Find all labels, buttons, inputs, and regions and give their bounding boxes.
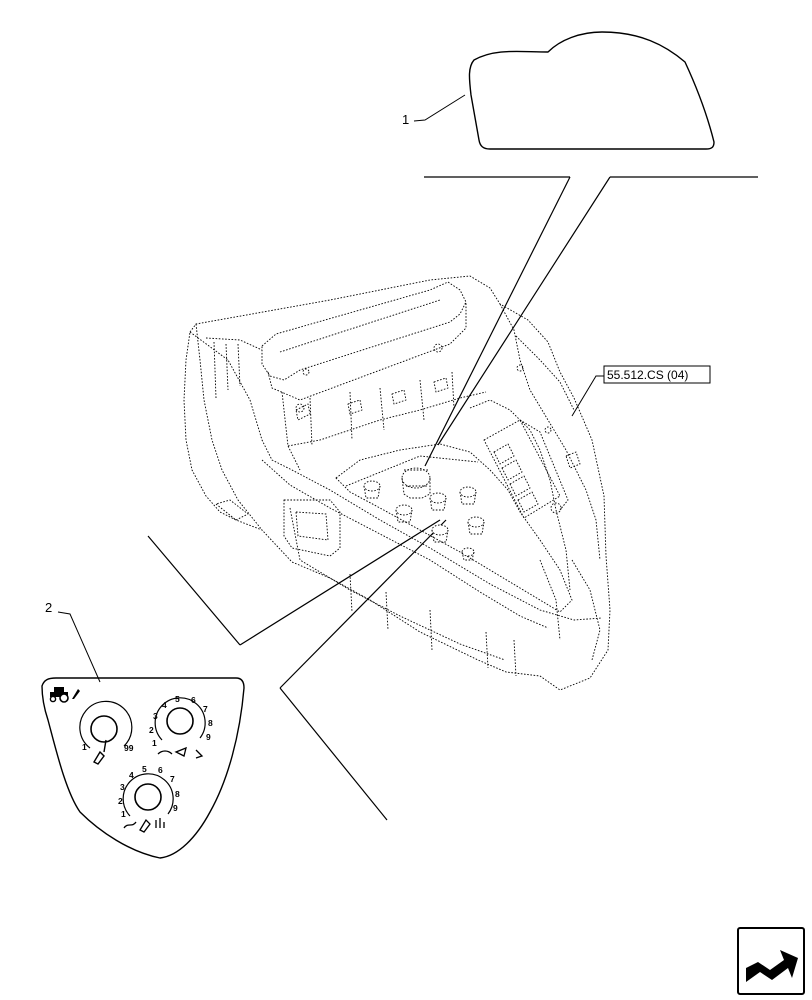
pencil-icon (93, 739, 107, 765)
dial-bottom-tick-6: 6 (158, 765, 163, 775)
callout-1: 1 (402, 112, 409, 127)
dial-top-right-tick-8: 8 (208, 718, 213, 728)
dial-bottom-tick-2: 2 (118, 796, 123, 806)
tractor-icon (49, 687, 80, 703)
dial-top-right-tick-5: 5 (175, 694, 180, 704)
dial-top-left-max: 99 (124, 743, 134, 753)
dial-top-right-tick-6: 6 (191, 695, 196, 705)
reference-label-box (603, 365, 711, 384)
dial-bottom: 1 2 3 4 5 6 7 8 9 (118, 764, 180, 833)
callout-2: 2 (45, 600, 52, 615)
dial-bottom-tick-7: 7 (170, 774, 175, 784)
dial-bottom-tick-4: 4 (129, 770, 134, 780)
reference-label[interactable]: 55.512.CS (04) (607, 368, 688, 382)
dial-bottom-tick-8: 8 (175, 789, 180, 799)
dial-bottom-tick-9: 9 (173, 803, 178, 813)
dial-top-left-min: 1 (82, 742, 87, 752)
leader-2 (57, 611, 101, 683)
reference-leader (571, 375, 604, 417)
leader-lines (147, 176, 758, 821)
dial-top-right-tick-1: 1 (152, 738, 157, 748)
dial-top-right-tick-3: 3 (153, 711, 158, 721)
console-assembly (183, 275, 611, 691)
next-page-arrow-icon[interactable] (737, 927, 805, 995)
dial-top-right: 1 2 3 4 5 6 7 8 9 (149, 694, 213, 759)
dial-top-right-tick-7: 7 (203, 704, 208, 714)
dial-top-right-tick-2: 2 (149, 725, 154, 735)
dial-top-right-tick-9: 9 (206, 732, 211, 742)
leader-1 (413, 94, 466, 122)
dial-bottom-tick-1: 1 (121, 809, 126, 819)
decal-item-2 (41, 677, 245, 859)
speed-range-icons (157, 746, 204, 759)
response-icons (123, 818, 165, 833)
dial-top-right-tick-4: 4 (162, 700, 167, 710)
decal-item-1 (468, 31, 715, 150)
dial-bottom-tick-5: 5 (142, 764, 147, 774)
dial-bottom-tick-3: 3 (120, 782, 125, 792)
dial-top-left: 1 99 (79, 700, 134, 765)
